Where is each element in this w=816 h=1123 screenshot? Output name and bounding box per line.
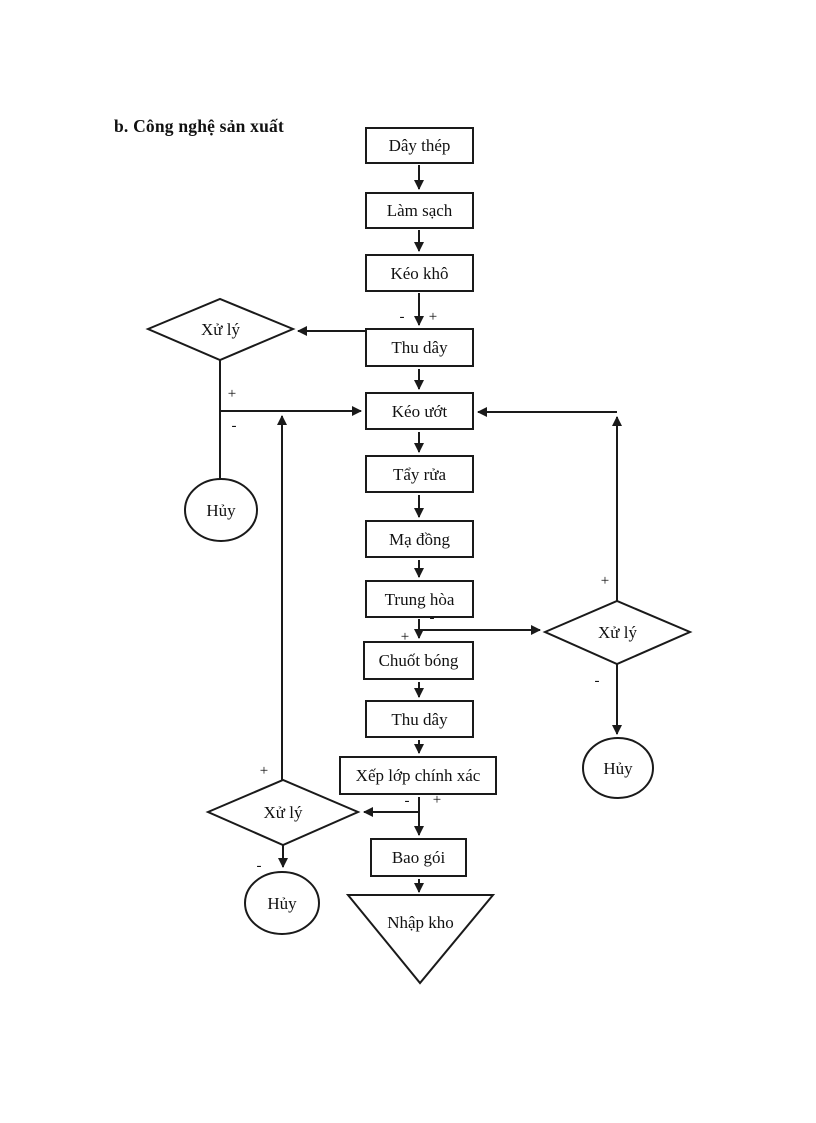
destroy-huy-1-shape — [184, 478, 258, 542]
box-trung-hoa: Trung hòa — [365, 580, 474, 618]
terminal-nhap-kho-shape — [345, 894, 496, 985]
box-day-thep: Dây thép — [365, 127, 474, 164]
destroy-huy-1-label: Hủy — [206, 500, 236, 520]
decision-xu-ly-1-shape — [145, 297, 296, 362]
decision-xu-ly-3-shape — [205, 778, 361, 847]
decision-xu-ly-2-label: Xử lý — [598, 623, 637, 642]
branch-minus-xu-ly-3: - — [256, 857, 262, 874]
branch-plus-thu-day: + — [428, 308, 438, 325]
branch-plus-xu-ly-3: + — [259, 762, 269, 779]
box-tay-rua: Tẩy rửa — [365, 455, 474, 493]
destroy-huy-2-shape — [582, 737, 654, 799]
decision-xu-ly-1-label: Xử lý — [201, 320, 240, 339]
terminal-nhap-kho-label: Nhập kho — [387, 912, 454, 932]
branch-minus-xu-ly-2: - — [594, 672, 600, 689]
box-lam-sach: Làm sạch — [365, 192, 474, 229]
branch-plus-xep-lop: + — [432, 791, 442, 808]
box-thu-day-2: Thu dây — [365, 700, 474, 738]
box-xep-lop-chinh-xac: Xếp lớp chính xác — [339, 756, 497, 795]
branch-plus-chuot-bong: + — [400, 628, 410, 645]
branch-minus-xep-lop: - — [404, 792, 410, 809]
branch-minus-trung-hoa: - — [429, 609, 435, 626]
box-ma-dong: Mạ đồng — [365, 520, 474, 558]
box-bao-goi: Bao gói — [370, 838, 467, 877]
box-chuot-bong: Chuốt bóng — [363, 641, 474, 680]
branch-minus-thu-day: - — [399, 308, 405, 325]
page-title: b. Công nghệ sản xuất — [114, 116, 285, 136]
box-keo-kho: Kéo khô — [365, 254, 474, 292]
box-keo-uot: Kéo ướt — [365, 392, 474, 430]
destroy-huy-3-label: Hủy — [267, 893, 297, 913]
branch-plus-xu-ly-1: + — [227, 385, 237, 402]
destroy-huy-3-shape — [244, 871, 320, 935]
box-thu-day-1: Thu dây — [365, 328, 474, 367]
branch-plus-xu-ly-2: + — [600, 572, 610, 589]
decision-xu-ly-3-label: Xử lý — [263, 803, 303, 822]
branch-minus-xu-ly-1: - — [231, 417, 237, 434]
decision-xu-ly-2-shape — [542, 599, 693, 666]
destroy-huy-2-label: Hủy — [603, 758, 633, 778]
